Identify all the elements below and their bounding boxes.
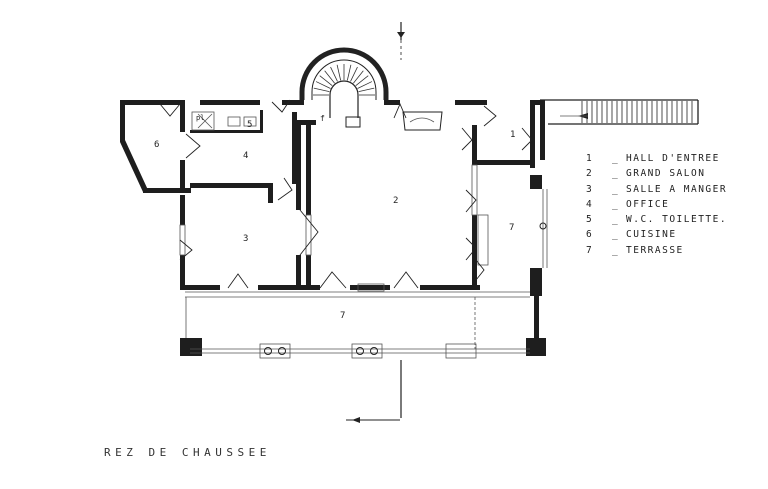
legend-item: 1_HALL D'ENTREE [586,153,720,164]
floor-title: REZ DE CHAUSSEE [104,446,271,459]
windows [179,111,548,359]
legend-item: 4_OFFICE [586,198,670,210]
legend-item: 6_CUISINE [586,229,677,241]
spiral-staircase [299,47,389,128]
legend-item: 3_SALLE A MANGER [586,183,728,195]
legend-item-label: CUISINE [626,229,677,241]
room-label-hall: 1 [510,130,515,140]
legend-item-label: W.C. TOILETTE. [626,214,728,226]
section-cut-marker-bottom [346,360,402,423]
legend-item-label: SALLE A MANGER [626,183,728,195]
room-label-office: 4 [243,151,248,161]
stair-label: f [320,114,325,123]
legend-item: 7_TERRASSE [586,244,684,256]
room-legend: 1_HALL D'ENTREE 2_GRAND SALON 3_SALLE A … [586,153,727,260]
legend-item: 5_W.C. TOILETTE. [586,214,728,226]
legend-item-label: TERRASSE [626,244,684,256]
legend-item-label: OFFICE [626,198,670,210]
section-cut-marker-top [397,22,405,60]
room-label-grand-salon: 2 [393,196,398,206]
walls [120,100,546,356]
room-label-wc: 5 [247,120,252,130]
exterior-staircase [540,99,699,125]
legend-item: 2_GRAND SALON [586,168,706,180]
room-label-cuisine: 6 [154,140,159,150]
room-label-terrasse-bottom: 7 [340,311,345,321]
room-label-salle-a-manger: 3 [243,234,248,244]
pl-label: pl [196,114,204,122]
door-swings [159,99,533,289]
legend-item-label: HALL D'ENTREE [626,153,720,164]
legend-item-label: GRAND SALON [626,168,706,180]
room-label-terrasse-right: 7 [509,223,514,233]
